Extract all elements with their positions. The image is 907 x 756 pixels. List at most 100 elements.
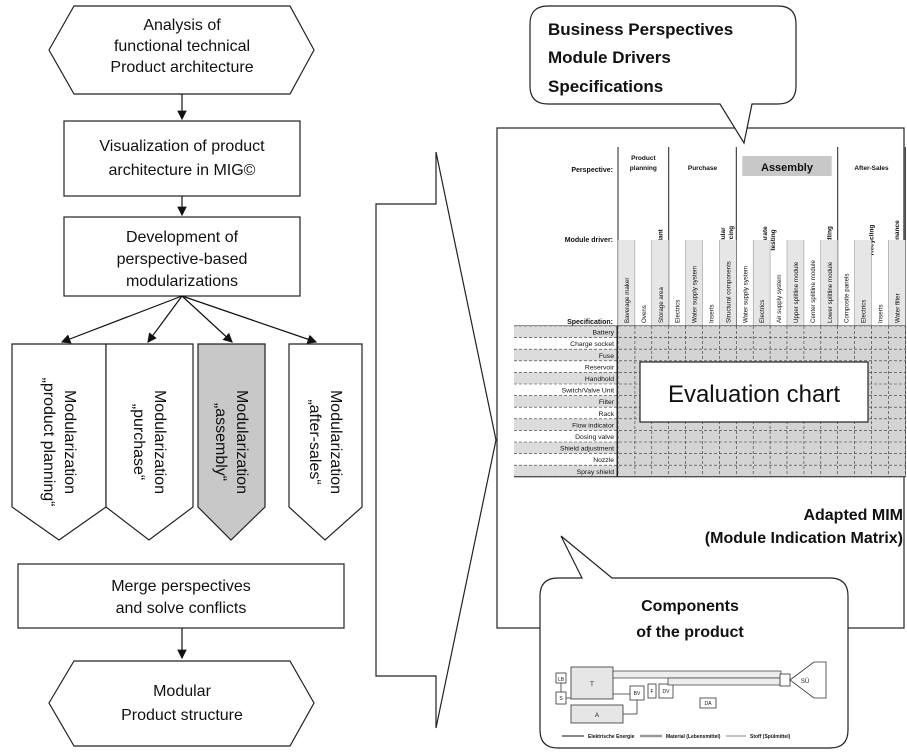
legend-electric: Elektrische Energie [588,734,635,740]
spec-column-label: Baverage maker [624,278,631,323]
mod-after-sales-line-1: Modularization [327,390,344,494]
row-label: Handhold [585,376,614,383]
development-line-3: modularizations [126,273,238,290]
module-driver-label: Handling [826,226,833,254]
row-label-bg [514,442,617,454]
schematic-bv-label: BV [634,691,641,697]
perspective-label: planning [630,165,657,172]
spec-column-shade [618,240,635,326]
analysis-line-2: functional technical [114,38,250,55]
legend-stoff: Stoff (Spülmittel) [750,734,791,740]
mod-product-planning-shape [11,343,107,541]
visualization-line-2: architecture in MIG© [109,162,256,179]
row-label: Switch/Valve Unit [562,388,614,395]
spec-column-shade [719,240,737,326]
spec-column-label: Electrics [861,300,868,323]
visualization-line-1: Visualization of product [99,138,265,155]
visualization-box [63,120,301,197]
row-label-bg [514,465,617,477]
row-cells-bg [618,349,906,361]
module-driver-label: Sourcing [728,226,735,254]
modular-line-1: Modular [153,683,211,700]
mod-assembly-line-2: „assembly“ [212,403,229,481]
spec-column-label: Structural components [725,261,732,323]
development-line-1: Development of [126,229,239,246]
row-label-bg [514,418,617,431]
spec-column-label: Air supply system [776,275,783,323]
analysis-hexagon [48,5,315,95]
spec-column-shade [685,240,703,326]
merge-box [17,563,345,629]
product-schematic: LB S T A BV F DV DA SÜ Elektrische Energ… [555,661,827,740]
mod-assembly-line-1: Modularization [233,390,250,494]
development-line-2: perspective-based [117,251,248,268]
row-label-bg [514,384,617,396]
spec-column-label: Lower splitline module [827,261,834,323]
schematic-t-label: T [590,682,594,688]
spec-column-shade [651,240,669,326]
mod-after-sales-shape [288,343,363,541]
mod-after-sales-line-2: „after-sales“ [306,399,323,484]
merge-line-2: and solve conflicts [116,600,247,617]
mod-product-planning-line-1: Modularization [61,390,78,494]
spec-column-shade [888,240,906,326]
arrow-to-after-sales [181,295,318,344]
row-label-bg [514,360,617,373]
schematic-dv-label: DV [663,689,671,695]
big-right-arrow [375,151,497,729]
schematic-su-shield [789,661,827,699]
schematic-da-label: DA [705,701,713,707]
row-label-bg [514,395,617,408]
spec-column-label: Center splitline module [810,260,817,323]
module-driver-label: Separate [762,226,769,254]
spec-column-label: Ovens [641,305,648,323]
arrow-to-purchase [147,295,183,343]
spec-column-label: Electrics [675,300,682,323]
spec-column-label: Electrics [759,300,766,323]
schematic-pipe-top [612,670,782,679]
mim-caption-line-1: Adapted MIM [803,507,903,524]
module-driver-row-label: Module driver: [565,237,613,244]
analysis-line-1: Analysis of [143,17,221,34]
evaluation-chart-box [639,361,869,423]
development-box [63,216,301,297]
spec-column-label: Storage area [658,287,665,323]
mod-product-planning-line-2: „product planning“ [40,378,57,507]
row-cells-bg [618,465,906,477]
spec-column-label: Upper splitline module [793,261,800,323]
modular-line-2: Product structure [121,707,243,724]
spec-column-shade [820,240,838,326]
arrow-to-product-planning [60,295,183,344]
row-label: Charge socket [570,341,614,348]
row-cells-bg [618,430,906,442]
spec-column-label: Water supply system [742,266,749,323]
callout-top-bubble [529,5,797,145]
row-label: Nozzle [593,457,614,464]
schematic-su-label: SÜ [801,678,809,685]
assembly-highlight [742,156,832,176]
perspective-label: After-Sales [854,165,889,172]
module-driver-label: Variant [657,228,664,251]
callout-bottom-bubble [539,535,849,749]
spec-column-shade [753,240,771,326]
arrow-to-assembly [181,295,233,343]
schematic-s-label: S [559,696,563,702]
callout-bottom-line-1: Components [641,598,739,615]
modular-hexagon [48,660,315,747]
schematic-t [570,666,614,700]
mim-matrix: Perspective:Module driver:Specification:… [514,147,906,478]
perspective-row-label: Perspective: [571,167,613,174]
module-driver-label: Modular [720,227,727,253]
row-label-bg [514,337,617,350]
callout-bottom-line-2: of the product [636,624,744,641]
schematic-f-label: F [650,689,653,695]
spec-column-label: Water supply system [692,266,699,323]
row-label: Shield adjustment [560,446,614,453]
perspective-label: Purchase [688,165,718,172]
row-cells-bg [618,326,906,338]
flowchart: Analysis of functional technical Product… [11,5,363,747]
row-label: Rack [599,411,615,418]
perspective-label: Product [631,155,656,162]
row-label: Spray shield [577,469,615,476]
